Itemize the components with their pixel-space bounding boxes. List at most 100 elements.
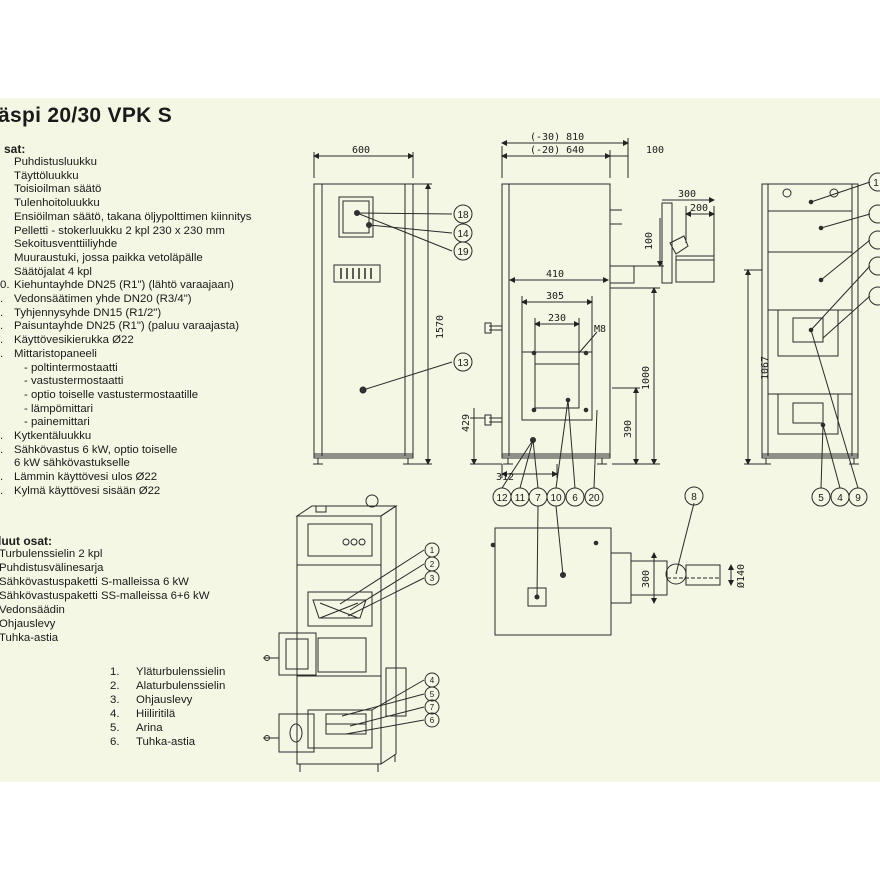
parts-list-item: . Lämmin käyttövesi ulos Ø22	[0, 471, 157, 484]
iso-callout-5: 5	[430, 690, 435, 699]
parts-list-item: Toisioilman säätö	[0, 183, 101, 196]
parts-list-item: - poltintermostaatti	[0, 362, 118, 375]
parts-list-item: - lämpömittari	[0, 403, 93, 416]
legend-number: 5.	[110, 722, 120, 734]
parts-list-item: Muuraustuki, jossa paikka vetoläpälle	[0, 252, 203, 265]
parts-list-item: Tulenhoitoluukku	[0, 197, 100, 210]
parts-item-text: - poltintermostaatti	[24, 361, 118, 374]
dim-390: 390	[623, 420, 634, 438]
callout-4: 4	[837, 493, 843, 504]
extras-list-item: Turbulenssielin 2 kpl	[0, 548, 103, 560]
legend-item: 2.Alaturbulenssielin	[110, 680, 225, 693]
back-view	[744, 172, 880, 507]
legend-item: 3. Ohjauslevy	[110, 694, 192, 707]
parts-list-item: 6 kW sähkövastukselle	[0, 457, 130, 470]
legend-item: 5.Arina	[110, 722, 163, 735]
parts-item-text: Puhdistusluukku	[14, 156, 97, 168]
dim-312: 312	[496, 472, 514, 483]
extras-heading: luut osat:	[0, 534, 52, 548]
parts-list-item: 0. Kiehuntayhde DN25 (R1") (lähtö varaaja…	[0, 279, 234, 292]
parts-item-number: .	[0, 334, 4, 347]
callout-14: 14	[457, 229, 469, 240]
parts-item-number: .	[0, 347, 4, 360]
callout-13: 13	[457, 358, 469, 369]
dim-m8: M8	[594, 324, 606, 335]
legend-text: Tuhka-astia	[136, 736, 196, 748]
parts-item-text: Pelletti - stokerluukku 2 kpl 230 x 230 …	[14, 224, 225, 237]
parts-item-text: - lämpömittari	[24, 402, 93, 415]
page-title: äspi 20/30 VPK S	[0, 104, 173, 127]
extras-list-item: Sähkövastuspaketti SS-malleissa 6+6 kW	[0, 590, 210, 602]
parts-item-text: - optio toiselle vastustermostaatille	[24, 388, 199, 401]
legend-item: 1.Yläturbulenssielin	[110, 666, 225, 679]
parts-list-item: Ensiöilman säätö, takana öljypolttimen k…	[0, 211, 251, 224]
parts-item-text: Tulenhoitoluukku	[14, 197, 100, 210]
dim-300: 300	[678, 189, 696, 200]
parts-item-number: .	[0, 293, 4, 305]
parts-list-item: . Sähkövastus 6 kW, optio toiselle	[0, 443, 177, 457]
extras-list-item: Ohjauslevy	[0, 618, 56, 630]
parts-item-number: .	[0, 306, 4, 319]
callout-back-1: 1	[873, 178, 879, 189]
parts-item-text: Käyttövesikierukka Ø22	[14, 334, 134, 347]
parts-list-item: .Vedonsäätimen yhde DN20 (R3/4")	[0, 293, 192, 306]
dim-100: 100	[646, 145, 664, 156]
parts-item-text: Muuraustuki, jossa paikka vetoläpälle	[14, 251, 203, 264]
iso-callout-4: 4	[430, 676, 435, 685]
side-view	[470, 138, 664, 507]
callout-19: 19	[457, 247, 469, 258]
dim-600: 600	[352, 145, 370, 156]
callout-12: 12	[496, 493, 508, 504]
parts-list-item: - optio toiselle vastustermostaatille	[0, 389, 198, 402]
callout-20: 20	[588, 493, 600, 504]
parts-list-item: - painemittari	[0, 416, 90, 429]
parts-list-item: . Kylmä käyttövesi sisään Ø22	[0, 484, 160, 498]
dim-200: 200	[690, 203, 708, 214]
parts-heading: sat:	[4, 142, 26, 156]
extras-list-item: Tuhka-astia	[0, 632, 59, 644]
callout-6: 6	[572, 493, 578, 504]
dim-300-vertical: 300	[641, 570, 652, 588]
legend-number: 6.	[110, 736, 120, 748]
parts-item-text: Lämmin käyttövesi ulos Ø22	[14, 471, 158, 484]
isometric-view	[263, 494, 440, 772]
parts-item-text: Sekoitusventtiiliyhde	[14, 238, 118, 251]
parts-item-text: Sähkövastus 6 kW, optio toiselle	[14, 443, 178, 456]
parts-item-number: 0.	[0, 279, 10, 292]
dim-dia140: Ø140	[735, 564, 747, 588]
parts-item-text: Kiehuntayhde DN25 (R1") (lähtö varaajaan…	[14, 279, 234, 292]
dim-410: 410	[546, 269, 564, 280]
legend-text: Ohjauslevy	[136, 694, 193, 706]
iso-callout-1: 1	[430, 546, 435, 555]
dim-1000: 1000	[641, 366, 652, 390]
legend-number: 2.	[110, 680, 120, 692]
dim-640: (-20) 640	[530, 145, 584, 156]
parts-list-item: . Mittaristopaneeli	[0, 347, 97, 361]
legend-item: 4.Hiiliritilä	[110, 708, 175, 721]
iso-callout-6: 6	[430, 716, 435, 725]
parts-list-item: Puhdistusluukku	[0, 156, 97, 169]
parts-item-number: .	[0, 430, 4, 442]
dim-810: (-30) 810	[530, 132, 584, 143]
parts-item-text: Paisuntayhde DN25 (R1") (paluu varaajast…	[14, 320, 240, 333]
parts-list-item: - vastustermostaatti	[0, 375, 123, 388]
legend-number: 3.	[110, 694, 120, 706]
callout-8: 8	[691, 492, 697, 503]
parts-item-text: Kylmä käyttövesi sisään Ø22	[14, 484, 161, 497]
flue-detail	[661, 197, 715, 284]
parts-item-text: Mittaristopaneeli	[14, 347, 97, 360]
parts-item-text: Tyhjennysyhde DN15 (R1/2")	[14, 306, 162, 319]
extras-list-item: Puhdistusvälinesarja	[0, 562, 104, 574]
callout-7: 7	[535, 493, 541, 504]
parts-item-number: .	[0, 471, 4, 484]
dim-1570: 1570	[435, 315, 446, 339]
callout-9: 9	[855, 493, 861, 504]
callout-11: 11	[515, 493, 526, 504]
parts-item-number: .	[0, 320, 4, 333]
callout-18: 18	[457, 210, 469, 221]
parts-item-text: Kytkentäluukku	[14, 430, 92, 442]
parts-item-number: .	[0, 443, 4, 456]
parts-item-text: Toisioilman säätö	[14, 183, 102, 196]
parts-item-number: .	[0, 484, 4, 497]
